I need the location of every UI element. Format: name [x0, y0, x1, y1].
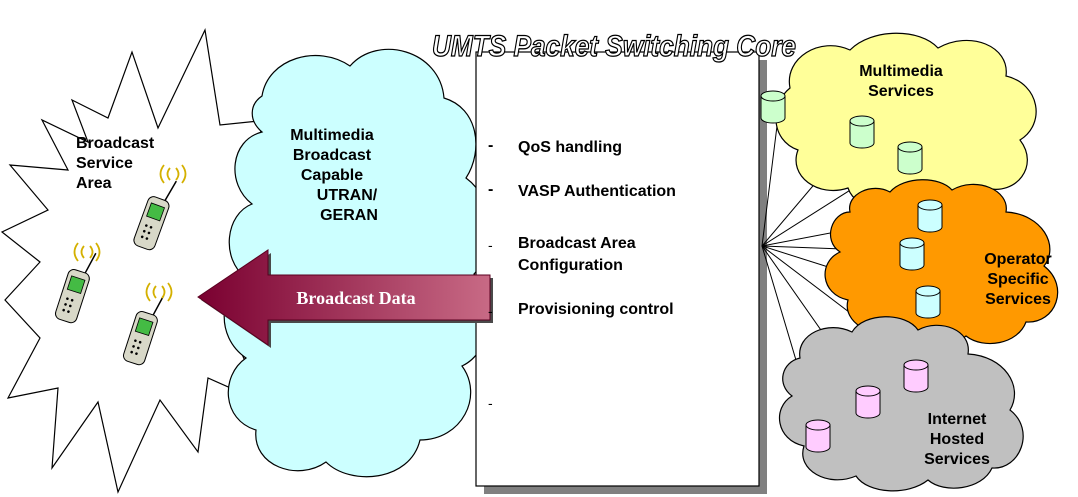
broadcast-area-label: Broadcast Service Area: [76, 134, 156, 194]
core-item-text: Configuration: [518, 257, 623, 274]
database-icon: [897, 141, 923, 175]
diagram-title: UMTS Packet Switching Core: [432, 30, 796, 63]
multimedia-services-cloud: [775, 32, 1037, 210]
core-item-text: VASP Authentication: [518, 183, 676, 200]
mobile-phones: [54, 164, 187, 366]
database-icons: [760, 90, 943, 453]
core-item-text: Provisioning control: [518, 301, 674, 318]
phone-icon: [133, 180, 177, 251]
operator-services-line: Services: [985, 291, 1051, 308]
database-icon: [903, 359, 929, 393]
arrow-label: Broadcast Data: [296, 288, 415, 308]
broadcast-data-arrow: [197, 249, 493, 348]
database-icon: [915, 285, 941, 319]
core-item-text: QoS handling: [518, 139, 622, 156]
broadcast-area-line: Broadcast: [76, 135, 155, 152]
broadcast-area-starburst: [0, 28, 302, 494]
core-item-bullet: -: [488, 237, 493, 253]
internet-services-label: Internet Hosted Services: [902, 410, 1012, 470]
ran-cloud-line: GERAN: [320, 207, 378, 224]
multimedia-services-label: Multimedia Services: [846, 62, 956, 102]
broadcast-area-line: Area: [76, 175, 112, 192]
internet-services-cloud: [778, 316, 1024, 492]
multimedia-services-line: Services: [868, 83, 934, 100]
core-box: [475, 51, 760, 487]
database-icon: [917, 199, 943, 233]
ran-cloud-line: Capable: [300, 167, 364, 184]
signal-waves: [73, 164, 187, 302]
ran-cloud-line: Broadcast: [292, 147, 372, 164]
database-icon: [760, 90, 786, 124]
core-item-bullet: -: [488, 137, 494, 154]
internet-services-line: Internet: [927, 411, 987, 428]
ran-cloud: [223, 48, 491, 478]
ran-cloud-line: UTRAN/: [316, 187, 378, 204]
core-item-text: Broadcast Area: [518, 235, 636, 252]
database-icon: [855, 385, 881, 419]
operator-services-cloud: [824, 179, 1059, 348]
internet-services-line: Hosted: [929, 431, 985, 448]
multimedia-services-line: Multimedia: [859, 63, 943, 80]
operator-services-label: Operator Specific Services: [968, 250, 1068, 310]
ran-cloud-label: Multimedia Broadcast Capable UTRAN/ GERA…: [262, 126, 402, 226]
operator-services-line: Specific: [987, 271, 1049, 288]
database-icon: [899, 237, 925, 271]
ran-cloud-line: Multimedia: [290, 127, 374, 144]
core-item-bullet: -: [488, 303, 493, 319]
database-icon: [805, 419, 831, 453]
core-item-bullet: -: [488, 395, 493, 411]
broadcast-area-line: Service: [76, 155, 133, 172]
operator-services-line: Operator: [984, 251, 1052, 268]
internet-services-line: Services: [924, 451, 990, 468]
phone-icon: [122, 294, 165, 366]
database-icon: [849, 115, 875, 149]
phone-icon: [54, 252, 97, 324]
core-item-bullet: -: [488, 181, 494, 198]
